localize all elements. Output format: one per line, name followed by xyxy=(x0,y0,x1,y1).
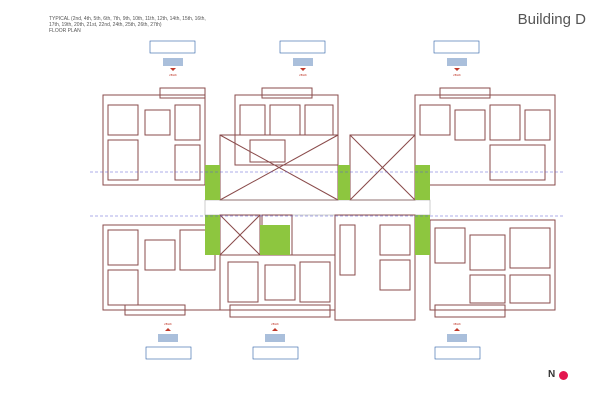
unit-label-bottom-right: 3BHK xyxy=(453,322,461,326)
unit-label-bottom-left: 2BHK xyxy=(164,322,172,326)
unit-top-left xyxy=(102,87,206,186)
floor-plan-title: TYPICAL (2nd, 4th, 5th, 6th, 7th, 9th, 1… xyxy=(49,16,209,34)
compass-dot-icon xyxy=(559,371,568,380)
title-line-1: TYPICAL (2nd, 4th, 5th, 6th, 7th, 9th, 1… xyxy=(49,16,206,22)
title-line-3: FLOOR PLAN xyxy=(49,28,81,34)
unit-top-middle xyxy=(234,87,339,166)
lobby-cores xyxy=(204,134,431,321)
area-tables xyxy=(145,40,481,360)
unit-bottom-middle xyxy=(219,254,336,318)
area-notes xyxy=(158,58,467,342)
north-label: N xyxy=(548,369,556,380)
unit-label-top-left: 2BHK xyxy=(169,73,177,77)
north-compass: N xyxy=(548,368,578,384)
building-title: Building D xyxy=(517,11,586,28)
unit-label-top-right: 2BHK xyxy=(453,73,461,77)
green-shafts xyxy=(205,165,430,255)
unit-bottom-left xyxy=(102,224,221,316)
unit-label-top-middle: 2BHK xyxy=(299,73,307,77)
unit-top-right xyxy=(414,87,556,186)
unit-bottom-right xyxy=(429,219,556,318)
unit-label-bottom-middle: 2BHK xyxy=(271,322,279,326)
unit-markers xyxy=(165,68,460,331)
axis-lines xyxy=(90,171,565,217)
title-line-2: 17th, 19th, 20th, 21st, 22nd, 24th, 25th… xyxy=(49,22,162,28)
